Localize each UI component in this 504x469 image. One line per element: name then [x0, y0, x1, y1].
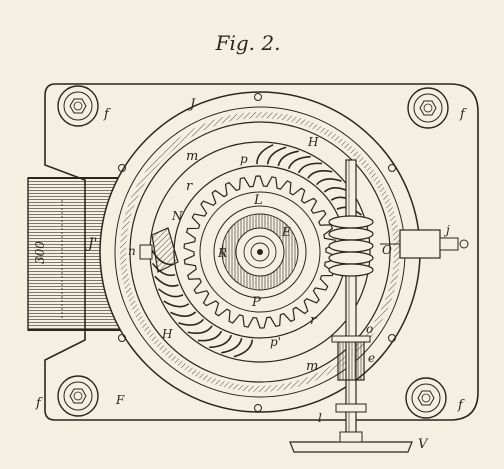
- worm-thread: [328, 215, 374, 229]
- vane: [221, 337, 243, 354]
- worm-thread: [328, 263, 374, 277]
- label-j: j: [443, 223, 450, 237]
- bolt-bottom-left: [57, 375, 99, 417]
- label-r-bottom: r: [310, 313, 317, 328]
- vertical-shaft: [289, 159, 413, 453]
- vane: [170, 311, 197, 318]
- bolt-top-left: [57, 85, 99, 127]
- worm-thread: [328, 251, 374, 265]
- label-r-top: r: [186, 179, 193, 194]
- label-m-bottom: m: [306, 359, 318, 374]
- label-f-bottom-right: f: [457, 398, 465, 413]
- vane: [151, 262, 176, 277]
- label-H-bottom: H: [161, 327, 173, 341]
- label-p-prime: p': [270, 335, 281, 349]
- label-O: O: [382, 243, 392, 257]
- label-l: l: [318, 411, 322, 425]
- side-bracket: [380, 229, 469, 259]
- worm-thread: [328, 239, 374, 253]
- label-V: V: [418, 437, 429, 452]
- vane: [158, 288, 184, 298]
- bolt-bottom-right: [405, 377, 447, 419]
- vane: [256, 144, 274, 165]
- label-p: p: [240, 152, 248, 166]
- label-N: N: [171, 209, 183, 223]
- label-F: F: [115, 393, 125, 407]
- figure-title: Fig. 2.: [215, 31, 281, 55]
- label-f-bottom-left: f: [35, 396, 43, 411]
- bolt-top-right: [407, 87, 449, 129]
- label-R: R: [217, 246, 227, 260]
- vane: [197, 330, 223, 342]
- label-e: e: [368, 351, 375, 365]
- vane: [233, 339, 254, 358]
- vane: [287, 155, 311, 170]
- label-n: n: [128, 244, 136, 258]
- label-H-top: H: [307, 135, 319, 149]
- label-J: J: [187, 97, 196, 112]
- vane: [154, 275, 179, 287]
- label-o: o: [366, 322, 373, 336]
- label-f-top-right: f: [459, 107, 467, 122]
- vane: [266, 146, 287, 165]
- base-plate: [44, 83, 479, 421]
- vane: [209, 334, 233, 349]
- vane: [163, 300, 190, 308]
- vane: [178, 318, 205, 326]
- worm-thread: [328, 227, 374, 241]
- label-E: E: [281, 225, 291, 239]
- vane: [277, 150, 299, 167]
- vane: [315, 178, 342, 186]
- vane: [297, 162, 323, 174]
- label-P: P: [251, 295, 261, 310]
- label-m-top: m: [186, 149, 198, 164]
- label-dimension: 300: [33, 241, 47, 264]
- label-L: L: [253, 193, 263, 208]
- gear-wheel: [183, 175, 337, 329]
- vane: [307, 169, 333, 179]
- label-f-top-left: f: [103, 107, 111, 122]
- label-J-prime: J': [85, 236, 97, 252]
- vane: [187, 325, 213, 335]
- nozzle: [139, 227, 179, 273]
